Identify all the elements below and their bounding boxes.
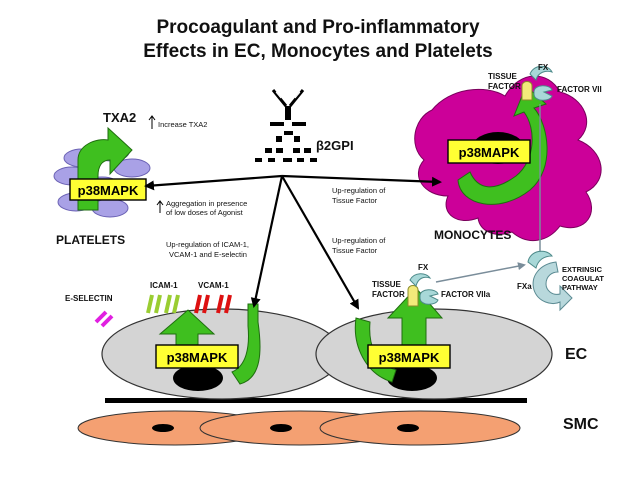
fx-ec-label: FX (418, 263, 429, 272)
platelets-label: PLATELETS (56, 233, 125, 247)
smc-layer (77, 410, 521, 446)
arrow-to-ec-right (281, 175, 359, 310)
factor-viia-label: FACTOR VIIa (441, 290, 491, 299)
vcam1-label: VCAM-1 (198, 281, 229, 290)
tissue-factor-ec-1: TISSUE (372, 280, 402, 289)
e-selectin-label: E-SELECTIN (65, 294, 113, 303)
txa2-label: TXA2 (103, 110, 136, 125)
icam1-icon (146, 294, 180, 314)
tf-up-monocyte-text-2: Tissue Factor (332, 196, 378, 205)
tissue-factor-ec-receptor-icon (407, 285, 419, 307)
extrinsic-text-2: COAGULAT (562, 274, 604, 283)
icam-vcam-text-1: Up-regulation of ICAM-1, (166, 240, 249, 249)
e-selectin-icon (94, 310, 114, 328)
increase-txa2-text: Increase TXA2 (158, 120, 207, 129)
p38mapk-platelet-box: p38MAPK (69, 178, 147, 201)
p38mapk-ec-left-box: p38MAPK (155, 344, 239, 369)
ec-to-extrinsic-arrow (435, 262, 526, 283)
smc-nucleus (152, 424, 174, 432)
icam1-label: ICAM-1 (150, 281, 178, 290)
icam-vcam-text-2: VCAM-1 and E-selectin (169, 250, 247, 259)
signal-arrows (144, 174, 442, 310)
tissue-factor-receptor-icon (521, 81, 533, 101)
fx-crescent-icon (529, 65, 553, 81)
factor-vii-label: FACTOR VII (557, 85, 602, 94)
tf-up-ec-text-2: Tissue Factor (332, 246, 378, 255)
arrow-to-platelets (144, 174, 283, 191)
aggregation-text-1: Aggregation in presence (166, 199, 247, 208)
tissue-factor-mono-1: TISSUE (488, 72, 518, 81)
extrinsic-curved-arrow (532, 261, 573, 312)
smc-nucleus (397, 424, 419, 432)
monocytes-label: MONOCYTES (434, 228, 511, 242)
p38mapk-monocyte-box: p38MAPK (447, 139, 531, 164)
up-arrow-icon (148, 115, 156, 129)
title-line-2: Effects in EC, Monocytes and Platelets (143, 41, 492, 62)
p38mapk-platelet-label: p38MAPK (78, 183, 139, 198)
up-arrow-icon (156, 200, 164, 213)
smc-cell (319, 410, 521, 446)
factor-vii-icon (533, 85, 553, 101)
fx-ec-crescent-icon (409, 273, 432, 287)
vcam1-icon (194, 294, 232, 314)
p38mapk-ec-left-label: p38MAPK (167, 350, 228, 365)
antibody-icon (255, 89, 317, 162)
title-line-1: Procoagulant and Pro-inflammatory (156, 17, 479, 38)
tissue-factor-mono-2: FACTOR (488, 82, 521, 91)
extrinsic-text-1: EXTRINSIC (562, 265, 603, 274)
ec-label: EC (565, 346, 588, 363)
fxa-icon (527, 250, 554, 269)
basement-membrane (105, 398, 527, 403)
tf-up-ec-text-1: Up-regulation of (332, 236, 386, 245)
p38mapk-ec-right-box: p38MAPK (367, 344, 451, 369)
tissue-factor-ec-2: FACTOR (372, 290, 405, 299)
fx-mono-label: FX (538, 63, 549, 72)
extrinsic-text-3: PATHWAY (562, 283, 598, 292)
smc-nucleus (270, 424, 292, 432)
arrow-to-ec-left (250, 175, 284, 308)
factor-viia-icon (419, 289, 439, 305)
tf-up-monocyte-text-1: Up-regulation of (332, 186, 386, 195)
b2gpi-label: β2GPI (316, 138, 354, 153)
p38mapk-ec-right-label: p38MAPK (379, 350, 440, 365)
p38mapk-monocyte-label: p38MAPK (459, 145, 520, 160)
aggregation-text-2: of low doses of Agonist (166, 208, 244, 217)
arrow-to-monocytes (281, 174, 442, 187)
ec-nucleus (387, 365, 437, 391)
monocyte-green-arrow (457, 85, 548, 205)
smc-label: SMC (563, 416, 599, 433)
fxa-label: FXa (517, 282, 532, 291)
ec-nucleus (173, 365, 223, 391)
